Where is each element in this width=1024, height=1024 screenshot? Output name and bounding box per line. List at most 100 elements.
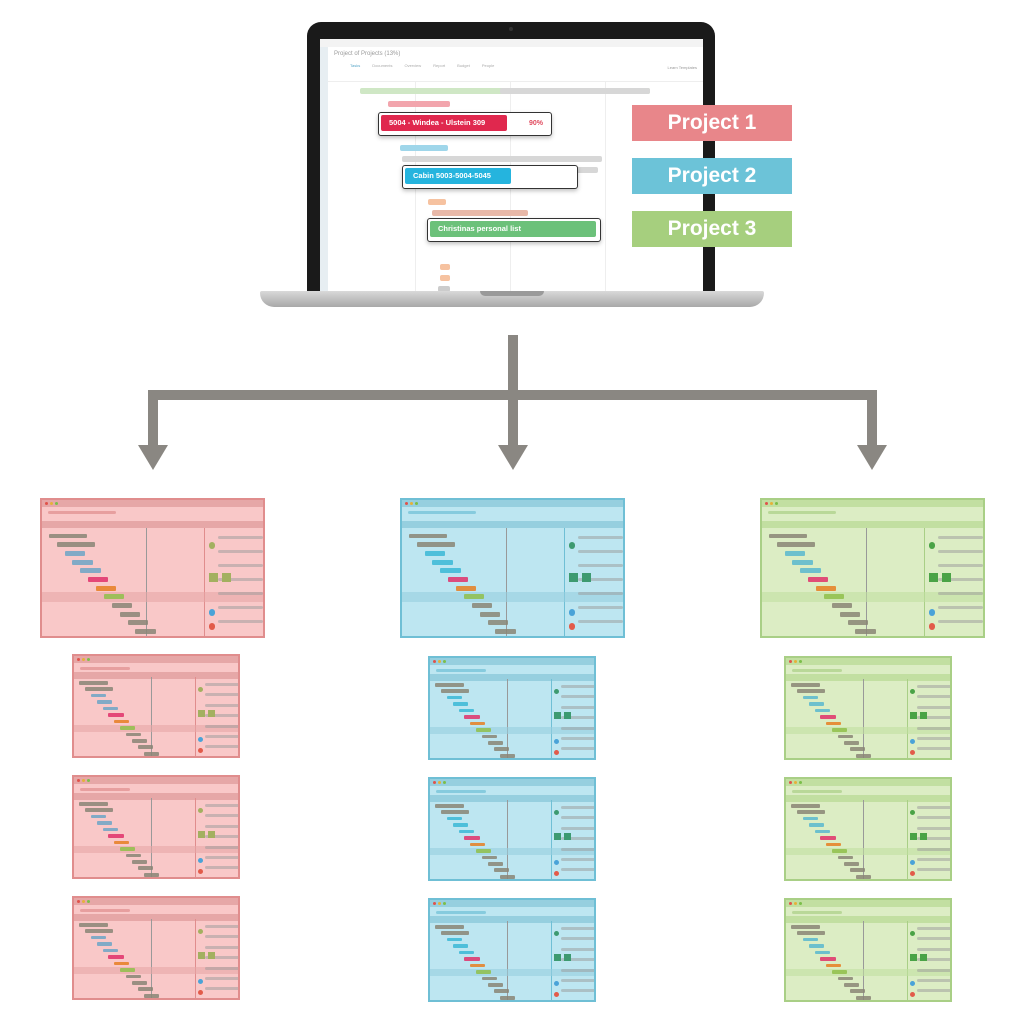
tab-budget[interactable]: Budget bbox=[457, 63, 470, 68]
side-line bbox=[917, 695, 950, 699]
status-icon bbox=[198, 929, 204, 935]
window-control-icon bbox=[794, 781, 797, 784]
gantt-bar bbox=[791, 803, 820, 808]
task-popup[interactable]: Cabin 5003-5004-5045 bbox=[402, 165, 578, 189]
gantt-bar bbox=[796, 689, 826, 694]
gantt-bar bbox=[135, 629, 156, 634]
status-icon bbox=[928, 572, 938, 582]
window-control-icon bbox=[789, 660, 792, 663]
window-control-icon bbox=[50, 502, 53, 505]
gantt-bar bbox=[102, 706, 118, 711]
timeline-divider bbox=[863, 799, 865, 879]
gantt-bar bbox=[131, 738, 148, 743]
gantt-bar bbox=[111, 603, 132, 608]
timeline-divider bbox=[507, 678, 509, 758]
gantt-bar bbox=[843, 982, 860, 987]
panel-divider bbox=[194, 797, 196, 877]
window-control-icon bbox=[799, 781, 802, 784]
window-header bbox=[48, 511, 116, 514]
window-control-icon bbox=[77, 658, 80, 661]
gantt-bar bbox=[96, 942, 112, 946]
tab-overview[interactable]: Overview bbox=[404, 63, 422, 68]
tab-people[interactable]: People bbox=[481, 63, 495, 68]
user-icon bbox=[554, 981, 560, 987]
gantt-bar bbox=[768, 533, 807, 539]
gantt-bar[interactable] bbox=[440, 264, 450, 270]
window-header bbox=[80, 909, 131, 912]
alert-icon bbox=[198, 747, 204, 753]
side-line bbox=[917, 685, 950, 689]
gantt-bar bbox=[446, 816, 462, 821]
status-icon bbox=[554, 810, 560, 816]
side-line bbox=[217, 564, 263, 568]
gantt-bar bbox=[826, 842, 842, 847]
window-control-icon bbox=[410, 502, 413, 505]
gantt-bar bbox=[784, 550, 805, 556]
window-control-icon bbox=[433, 781, 436, 784]
side-line bbox=[917, 868, 950, 872]
gantt-bar[interactable] bbox=[428, 199, 446, 205]
task-bar[interactable]: Cabin 5003-5004-5045 bbox=[405, 168, 511, 184]
tab-report[interactable]: Report bbox=[433, 63, 446, 68]
side-line bbox=[561, 947, 594, 951]
gantt-bar bbox=[808, 702, 824, 706]
gantt-bar[interactable] bbox=[402, 156, 602, 162]
header-link[interactable]: Learn Templates bbox=[667, 65, 698, 70]
gantt-bar bbox=[487, 620, 508, 626]
window-control-icon bbox=[55, 502, 58, 505]
project2-window bbox=[428, 898, 596, 1002]
task-bar[interactable]: 5004 - Windea - Ulstein 309 bbox=[381, 115, 507, 131]
gantt-bar[interactable] bbox=[440, 275, 450, 281]
window-toolbar bbox=[430, 673, 594, 681]
task-popup[interactable]: Christinas personal list bbox=[427, 218, 601, 242]
gantt-bar[interactable] bbox=[388, 101, 450, 107]
status-icon bbox=[554, 954, 562, 961]
side-line bbox=[561, 937, 594, 941]
highlight-band bbox=[762, 592, 983, 603]
window-control-icon bbox=[82, 779, 85, 782]
gantt-bar bbox=[814, 708, 830, 713]
gantt-bar[interactable] bbox=[500, 88, 650, 94]
address-bar[interactable] bbox=[320, 39, 703, 47]
task-bar[interactable]: Christinas personal list bbox=[430, 221, 596, 237]
gantt-bar[interactable] bbox=[400, 145, 448, 151]
gantt-bar bbox=[470, 721, 486, 726]
gantt-bar bbox=[72, 559, 93, 565]
side-line bbox=[577, 564, 623, 568]
side-line bbox=[577, 606, 623, 610]
status-icon bbox=[568, 572, 578, 582]
side-line bbox=[205, 824, 238, 828]
gantt-bar[interactable] bbox=[432, 210, 528, 216]
gantt-bar[interactable] bbox=[438, 286, 450, 292]
gantt-bar bbox=[855, 753, 871, 758]
gantt-bar bbox=[452, 702, 468, 706]
panel-divider bbox=[906, 799, 908, 879]
side-line bbox=[917, 716, 950, 720]
gantt-bar bbox=[796, 810, 826, 815]
tab-documents[interactable]: Documents bbox=[372, 63, 393, 68]
alert-icon bbox=[198, 989, 204, 995]
window-control-icon bbox=[799, 902, 802, 905]
highlight-band bbox=[430, 968, 594, 976]
tab-tasks[interactable]: Tasks bbox=[350, 63, 361, 68]
laptop-base bbox=[260, 291, 764, 307]
gantt-bar bbox=[102, 827, 118, 832]
side-line bbox=[917, 927, 950, 931]
gantt-bar bbox=[452, 944, 468, 948]
side-line bbox=[577, 620, 623, 624]
gantt-bar bbox=[843, 740, 860, 745]
window-titlebar bbox=[74, 777, 238, 784]
status-icon bbox=[208, 572, 218, 582]
gantt-bar bbox=[820, 836, 836, 840]
window-header bbox=[408, 511, 476, 514]
side-line bbox=[205, 977, 238, 981]
status-icon bbox=[554, 931, 560, 937]
gantt-bar bbox=[137, 745, 153, 750]
distribution-arrows bbox=[138, 335, 887, 470]
task-popup[interactable]: 5004 - Windea - Ulstein 309 90% bbox=[378, 112, 552, 136]
side-line bbox=[577, 578, 623, 582]
side-line bbox=[205, 925, 238, 929]
window-toolbar bbox=[42, 521, 263, 528]
highlight-band bbox=[786, 847, 950, 855]
status-icon bbox=[910, 931, 916, 937]
